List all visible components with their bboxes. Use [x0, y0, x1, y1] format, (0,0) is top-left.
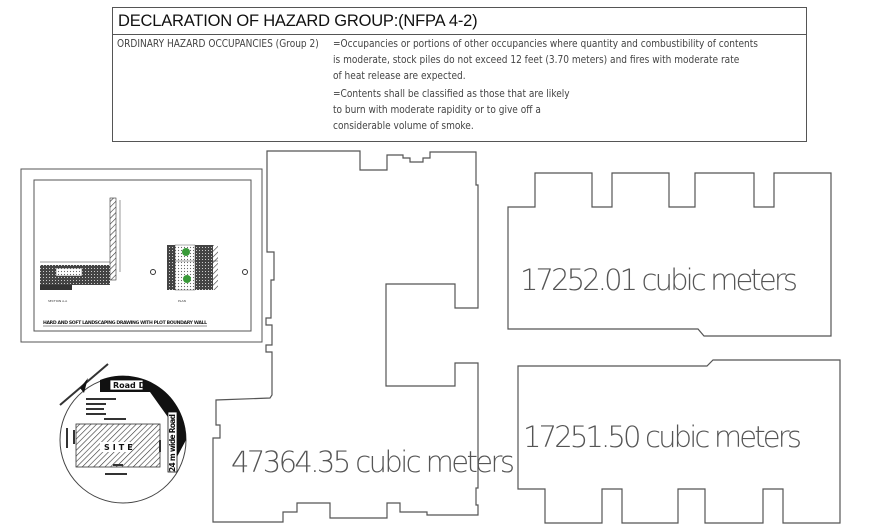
top-right-block-volume: 17252.01 cubic meters [520, 263, 798, 297]
main-block-volume: 47364.35 cubic meters [231, 445, 515, 479]
declaration-line: is moderate, stock piles do not exceed 1… [333, 53, 740, 66]
road-side-label: 24 m wide Road [168, 414, 177, 472]
plant-icon [183, 275, 191, 283]
section-label: SECTION A-A [48, 299, 68, 303]
declaration-title: DECLARATION OF HAZARD GROUP:(NFPA 4-2) [113, 8, 806, 35]
declaration-line: =Contents shall be classified as those t… [333, 87, 570, 100]
hazard-declaration-table: DECLARATION OF HAZARD GROUP:(NFPA 4-2) [112, 7, 807, 142]
road-top-label: Road D [113, 381, 146, 390]
declaration-line: =Occupancies or portions of other occupa… [333, 37, 759, 50]
plant-icon [182, 248, 190, 256]
north-arrow-icon [59, 363, 109, 406]
declaration-line: to burn with moderate rapidity or to giv… [333, 103, 541, 116]
bottom-right-building-outline [517, 359, 841, 524]
detail-sheet-title: HARD AND SOFT LANDSCAPING DRAWING WITH P… [43, 320, 207, 326]
landscaping-detail-sheet: SECTION A-A PLAN HARD AND SOFT LANDSCAPI… [20, 168, 263, 343]
occupancy-category: ORDINARY HAZARD OCCUPANCIES (Group 2) [117, 37, 319, 50]
site-label: SITE [104, 443, 136, 452]
main-building-outline [212, 150, 479, 523]
bottom-right-block-volume: 17251.50 cubic meters [523, 420, 802, 454]
declaration-line: of heat release are expected. [333, 69, 466, 82]
top-right-building-outline [507, 172, 832, 337]
key-plan: Road D 24 m wide Road SITE [59, 363, 187, 504]
illegible-annotations [66, 398, 161, 475]
plan-label: PLAN [178, 299, 186, 303]
declaration-line: considerable volume of smoke. [333, 119, 474, 132]
